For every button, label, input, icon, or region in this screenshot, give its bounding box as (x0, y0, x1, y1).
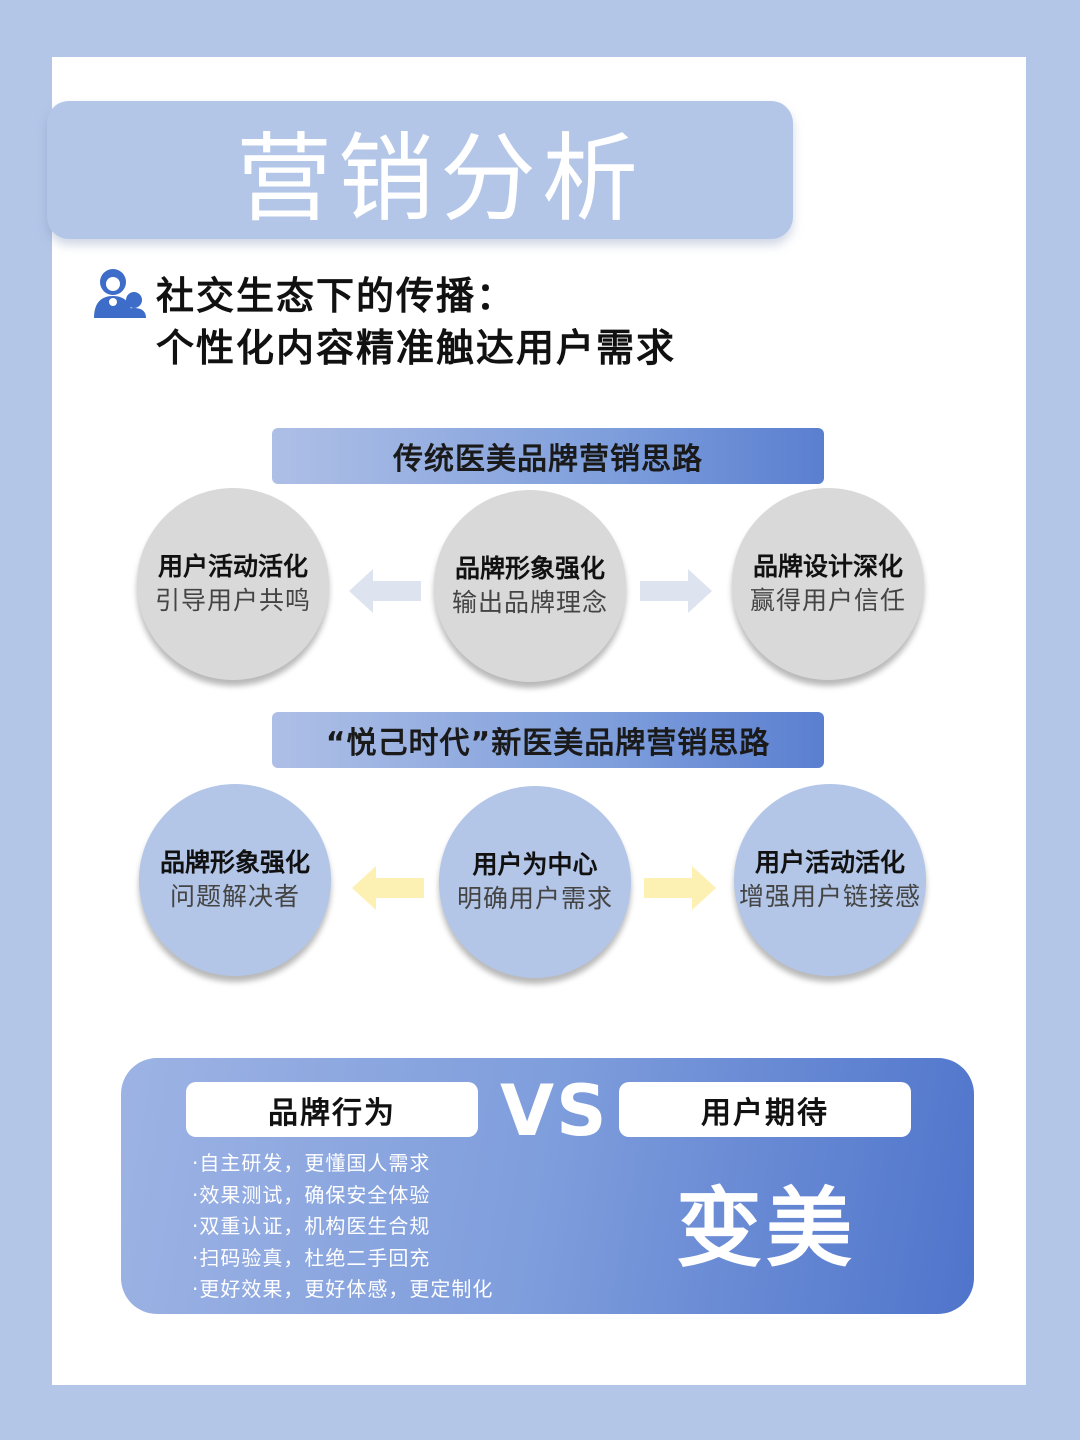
traditional-circle-right: 品牌设计深化 赢得用户信任 (732, 488, 924, 680)
circle-title: 品牌形象强化 (159, 848, 310, 877)
circle-title: 用户活动活化 (754, 848, 905, 877)
list-item: ·双重认证，机构医生合规 (192, 1214, 431, 1238)
user-group-icon (94, 269, 146, 318)
circle-subtitle: 引导用户共鸣 (154, 586, 311, 615)
circle-subtitle: 输出品牌理念 (451, 588, 608, 617)
user-expectation-value: 变美 (676, 1179, 856, 1279)
modern-circle-right: 用户活动活化 增强用户链接感 (734, 784, 926, 976)
headline-line-2: 个性化内容精准触达用户需求 (156, 326, 677, 370)
page-title: 营销分析 (236, 122, 644, 235)
arrow-right-icon (644, 866, 716, 910)
circle-subtitle: 明确用户需求 (456, 884, 613, 913)
modern-circle-left: 品牌形象强化 问题解决者 (139, 784, 331, 976)
headline-line-1: 社交生态下的传播： (156, 274, 517, 318)
traditional-circle-center: 品牌形象强化 输出品牌理念 (434, 490, 626, 682)
brand-behavior-label: 品牌行为 (186, 1082, 478, 1137)
circle-subtitle: 增强用户链接感 (738, 882, 921, 911)
list-item: ·效果测试，确保安全体验 (192, 1182, 431, 1207)
circle-subtitle: 赢得用户信任 (749, 586, 906, 615)
vs-label: VS (500, 1070, 609, 1152)
arrow-left-icon (349, 569, 421, 613)
traditional-circle-left: 用户活动活化 引导用户共鸣 (137, 488, 329, 680)
arrow-left-icon (352, 866, 424, 910)
circle-subtitle: 问题解决者 (169, 882, 300, 911)
modern-section-label: “悦己时代”新医美品牌营销思路 (272, 712, 824, 768)
title-banner: 营销分析 (47, 101, 793, 239)
list-item: ·更好效果，更好体感，更定制化 (192, 1277, 494, 1301)
list-item: ·扫码验真，杜绝二手回充 (192, 1245, 431, 1270)
list-item: ·自主研发，更懂国人需求 (192, 1151, 431, 1175)
user-expectation-label: 用户期待 (619, 1082, 911, 1137)
brand-behavior-list: ·自主研发，更懂国人需求 ·效果测试，确保安全体验 ·双重认证，机构医生合规 ·… (192, 1148, 493, 1306)
modern-circle-center: 用户为中心 明确用户需求 (439, 786, 631, 978)
arrow-right-icon (640, 569, 712, 613)
circle-title: 用户为中心 (472, 850, 598, 879)
circle-title: 品牌形象强化 (454, 554, 605, 583)
circle-title: 用户活动活化 (157, 552, 308, 581)
headline: 社交生态下的传播： 个性化内容精准触达用户需求 (156, 270, 676, 374)
traditional-section-label: 传统医美品牌营销思路 (272, 428, 824, 484)
circle-title: 品牌设计深化 (752, 552, 903, 581)
